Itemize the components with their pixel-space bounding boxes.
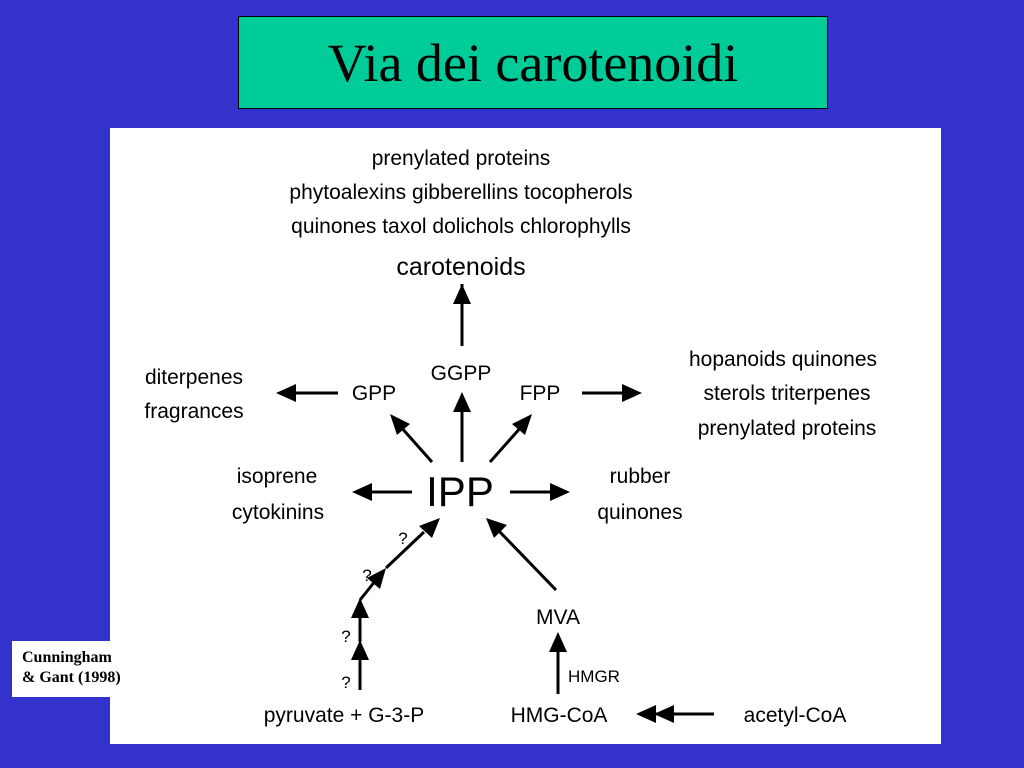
- arrowhead: [453, 392, 471, 412]
- product-list-line: prenylated proteins: [372, 147, 551, 170]
- hmg-coa-label: HMG-CoA: [511, 704, 608, 727]
- title-box: Via dei carotenoidi: [238, 16, 828, 109]
- fpp-products-line: hopanoids quinones: [689, 348, 877, 371]
- slide-title: Via dei carotenoidi: [327, 32, 739, 93]
- quinones-label: quinones: [597, 501, 682, 524]
- arrowhead: [453, 284, 471, 304]
- citation-line: Cunningham: [22, 649, 112, 666]
- pathway-diagram: prenylated proteins phytoalexins gibbere…: [110, 128, 941, 744]
- product-list-line: phytoalexins gibberellins tocopherols: [289, 181, 632, 204]
- fragrances-label: fragrances: [144, 400, 243, 423]
- citation-line: & Gant (1998): [22, 669, 121, 686]
- ggpp-label: GGPP: [431, 362, 492, 385]
- arrowhead: [654, 705, 674, 723]
- citation: Cunningham & Gant (1998): [12, 641, 152, 697]
- arrowhead: [512, 414, 532, 435]
- fpp-products-line: sterols triterpenes: [704, 382, 871, 405]
- arrowhead: [367, 568, 386, 589]
- arrowhead: [486, 518, 507, 538]
- fpp-products-line: prenylated proteins: [698, 417, 877, 440]
- rubber-label: rubber: [610, 465, 671, 488]
- hmgr-label: HMGR: [568, 667, 620, 686]
- fpp-label: FPP: [520, 382, 561, 405]
- unknown-step-label: ?: [341, 673, 350, 692]
- arrowhead: [390, 414, 410, 435]
- unknown-step-label: ?: [362, 566, 371, 585]
- arrowhead: [622, 384, 642, 402]
- arrowhead: [636, 705, 656, 723]
- ipp-label: IPP: [426, 468, 494, 515]
- unknown-step-label: ?: [398, 529, 407, 548]
- arrowhead: [419, 518, 440, 538]
- gpp-label: GPP: [352, 382, 396, 405]
- arrow-ipp-gpp: [398, 425, 434, 463]
- carotenoids-label: carotenoids: [396, 253, 525, 281]
- arrow-pyruvate-path: [384, 530, 426, 570]
- diterpenes-label: diterpenes: [145, 366, 243, 389]
- isoprene-label: isoprene: [237, 465, 318, 488]
- arrowhead: [276, 384, 296, 402]
- cytokinins-label: cytokinins: [232, 501, 324, 524]
- pyruvate-label: pyruvate + G-3-P: [264, 704, 424, 727]
- unknown-step-label: ?: [341, 627, 350, 646]
- arrowhead: [351, 640, 369, 660]
- arrowhead: [352, 483, 372, 501]
- arrowhead: [351, 598, 369, 618]
- arrow-ipp-fpp: [488, 425, 524, 463]
- mva-label: MVA: [536, 606, 580, 629]
- pathway-svg: prenylated proteins phytoalexins gibbere…: [144, 147, 877, 727]
- acetyl-coa-label: acetyl-CoA: [744, 704, 847, 727]
- arrowhead: [549, 632, 567, 652]
- arrow-mva-ipp: [496, 528, 558, 592]
- arrowhead: [550, 483, 570, 501]
- product-list-line: quinones taxol dolichols chlorophylls: [291, 215, 631, 238]
